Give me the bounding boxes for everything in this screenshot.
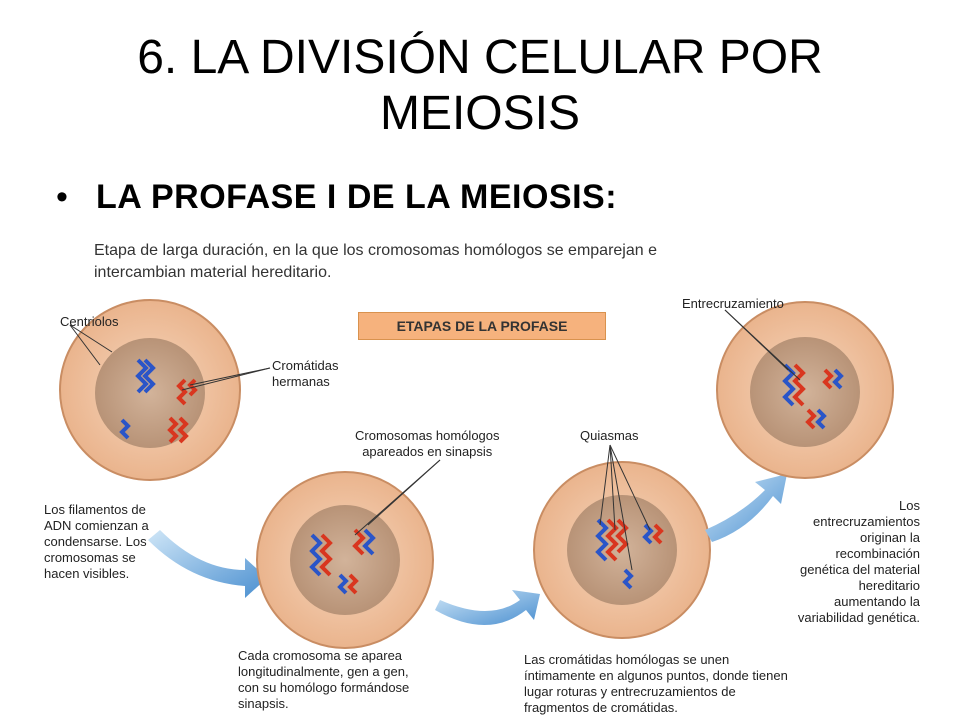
cell-stage-1 xyxy=(59,299,271,481)
description-stage-1: Los filamentos de ADN comienzan a conden… xyxy=(44,502,149,582)
desc2-line: sinapsis. xyxy=(238,696,289,711)
desc4-line: entrecruzamientos xyxy=(813,514,920,529)
desc3-line: lugar roturas y entrecruzamientos de xyxy=(524,684,736,699)
label-homologos-line1: Cromosomas homólogos xyxy=(355,428,500,443)
prophase-diagram: Etapa de larga duración, en la que los c… xyxy=(0,230,960,720)
slide-title: 6. LA DIVISIÓN CELULAR POR MEIOSIS xyxy=(40,30,920,142)
stage-title-box: ETAPAS DE LA PROFASE xyxy=(358,312,606,340)
label-cromatidas-line1: Cromátidas xyxy=(272,358,339,373)
desc3-line: Las cromátidas homólogas se unen xyxy=(524,652,730,667)
cell-stage-2 xyxy=(256,459,441,649)
description-stage-3: Las cromátidas homólogas se unen íntimam… xyxy=(524,652,788,716)
desc1-line: condensarse. Los xyxy=(44,534,147,549)
label-cromatidas-line2: hermanas xyxy=(272,374,330,389)
desc1-line: hacen visibles. xyxy=(44,566,130,581)
desc4-line: recombinación xyxy=(835,546,920,561)
label-centriolos: Centriolos xyxy=(60,314,119,329)
label-homologos: Cromosomas homólogos apareados en sinaps… xyxy=(355,428,500,460)
label-homologos-line2: apareados en sinapsis xyxy=(362,444,493,459)
desc2-line: con su homólogo formándose xyxy=(238,680,410,695)
cell-stage-3 xyxy=(533,444,711,639)
prophase-illustration xyxy=(59,299,894,649)
arrow-stage-1-2 xyxy=(148,530,267,598)
bullet-dot-icon: • xyxy=(56,178,68,216)
desc2-line: longitudinalmente, gen a gen, xyxy=(238,664,409,679)
label-cromatidas: Cromátidas hermanas xyxy=(272,358,338,390)
desc4-line: variabilidad genética. xyxy=(797,610,920,625)
desc3-line: íntimamente en algunos puntos, donde tie… xyxy=(524,668,788,683)
arrow-stage-3-4 xyxy=(705,474,787,542)
desc1-line: cromosomas se xyxy=(44,550,136,565)
label-quiasmas: Quiasmas xyxy=(580,428,639,443)
desc3-line: fragmentos de cromátidas. xyxy=(524,700,678,715)
intro-line-2: intercambian material hereditario. xyxy=(94,264,332,281)
desc4-line: Los xyxy=(899,498,920,513)
desc2-line: Cada cromosoma se aparea xyxy=(238,648,403,663)
desc1-line: Los filamentos de xyxy=(44,502,146,517)
bullet-text: LA PROFASE I DE LA MEIOSIS: xyxy=(96,178,618,216)
label-entrecruzamiento: Entrecruzamiento xyxy=(682,296,784,311)
desc4-line: genética del material xyxy=(800,562,920,577)
desc4-line: hereditario xyxy=(858,578,920,593)
description-stage-2: Cada cromosoma se aparea longitudinalmen… xyxy=(238,648,409,712)
slide-title-line1: 6. LA DIVISIÓN CELULAR POR xyxy=(137,31,823,84)
intro-line-1: Etapa de larga duración, en la que los c… xyxy=(94,242,657,259)
desc4-line: originan la xyxy=(860,530,920,545)
desc1-line: ADN comienzan a xyxy=(44,518,149,533)
description-stage-4: Los entrecruzamientos originan la recomb… xyxy=(760,498,920,626)
arrow-stage-2-3 xyxy=(435,590,540,625)
slide-title-line2: MEIOSIS xyxy=(379,87,581,140)
bullet-item: • LA PROFASE I DE LA MEIOSIS: xyxy=(56,178,617,217)
intro-text: Etapa de larga duración, en la que los c… xyxy=(94,240,657,284)
cell-stage-4 xyxy=(716,301,894,479)
desc4-line: aumentando la xyxy=(833,594,920,609)
